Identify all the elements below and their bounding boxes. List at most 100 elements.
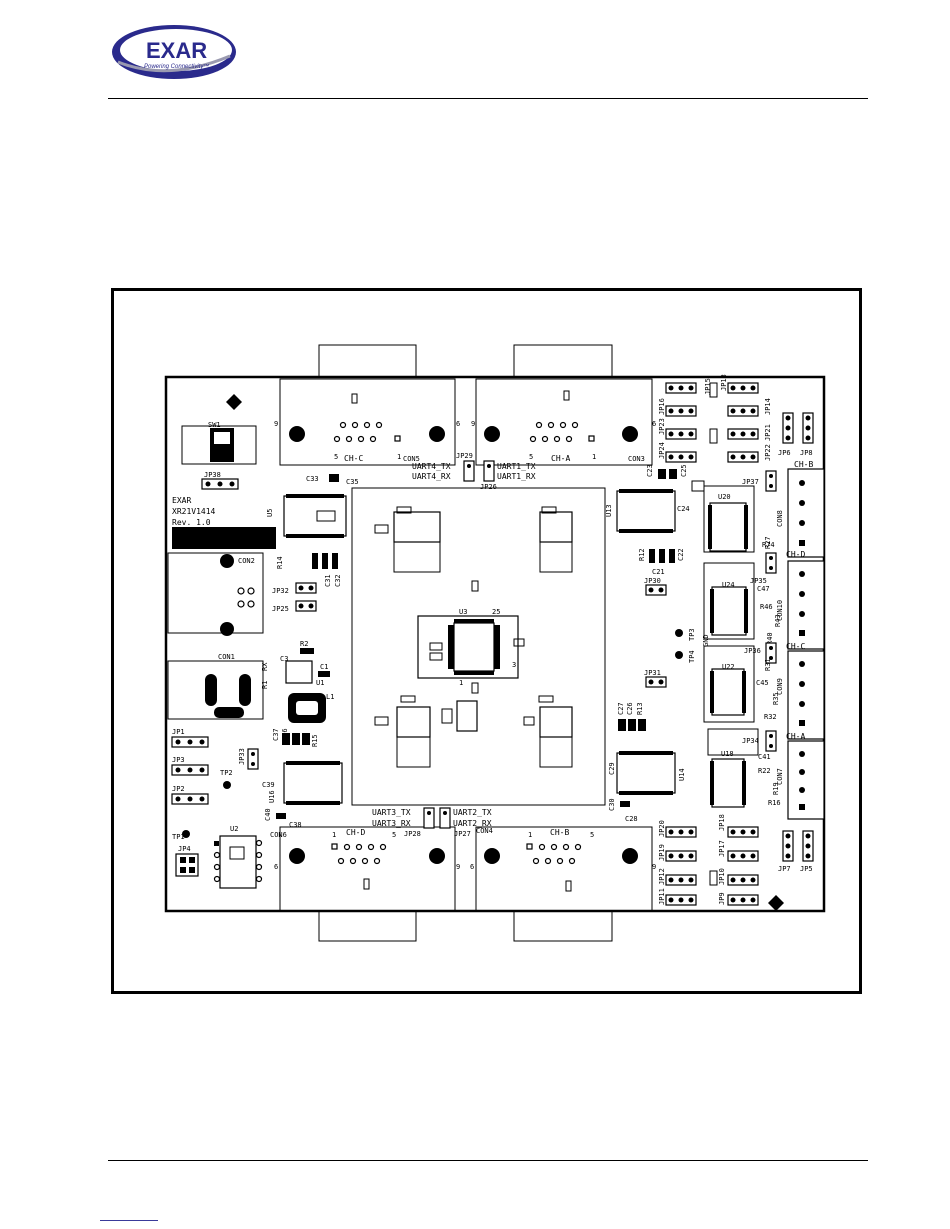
label-r19: R19 <box>772 782 780 795</box>
label-jp23: JP23 <box>658 418 666 435</box>
label-jp27: JP27 <box>454 830 471 838</box>
label-c21: C21 <box>652 568 665 576</box>
label-jp2: JP2 <box>172 785 185 793</box>
label-uart3-tx: UART3_TX <box>372 808 411 817</box>
label-jp37: JP37 <box>742 478 759 486</box>
label-jp9: JP9 <box>718 892 726 905</box>
exar-logo: EXAR Powering Connectivity™ <box>112 25 236 79</box>
label-c33: C33 <box>306 475 319 483</box>
jumper-jp25 <box>295 600 317 612</box>
label-jp24: JP24 <box>658 442 666 459</box>
jumper-jp30 <box>645 584 667 596</box>
label-jp10: JP10 <box>718 868 726 885</box>
label-c26: C26 <box>626 702 634 715</box>
con5-pin5: 5 <box>334 453 338 461</box>
label-jp18: JP18 <box>718 814 726 831</box>
label-r27: R27 <box>764 536 772 549</box>
label-c3: C3 <box>280 655 288 663</box>
label-con1: CON1 <box>218 653 235 661</box>
con2-pin-c <box>237 600 245 608</box>
label-r12: R12 <box>638 548 646 561</box>
label-con10: CON10 <box>776 600 784 621</box>
label-gnd: GND <box>702 634 710 647</box>
chip-u13 <box>616 490 676 532</box>
label-c32: C32 <box>334 574 342 587</box>
chip-u16 <box>283 762 343 804</box>
jumper-jp37 <box>765 470 777 492</box>
con4-pins <box>526 843 582 865</box>
label-uart2-rx: UART2_RX <box>453 819 492 828</box>
label-r16: R16 <box>768 799 781 807</box>
u16-pins <box>286 761 340 805</box>
label-tp1: TP1 <box>172 833 185 841</box>
con3-key <box>563 390 570 401</box>
label-uart1-tx: UART1_TX <box>497 462 536 471</box>
label-con8: CON8 <box>776 510 784 527</box>
label-jp16: JP16 <box>658 398 666 415</box>
label-u22: U22 <box>722 663 735 671</box>
con4-pin1: 1 <box>528 831 532 839</box>
label-jp1: JP1 <box>172 728 185 736</box>
label-ch-b-right: CH-B <box>794 460 813 469</box>
label-c40: C40 <box>264 808 272 821</box>
con5-pin6: 6 <box>456 420 460 428</box>
label-c25: C25 <box>680 464 688 477</box>
u3-pins <box>448 619 500 675</box>
db9-tab-top-right <box>513 344 613 377</box>
chip-u20-group <box>691 480 755 553</box>
con3-outline <box>475 378 653 466</box>
label-con2: CON2 <box>238 557 255 565</box>
u5-pins <box>286 494 344 538</box>
cap-c33 <box>329 474 339 482</box>
label-r74: R74 <box>762 541 775 549</box>
con2-pin-d <box>247 600 255 608</box>
con3-pin1: 1 <box>592 453 596 461</box>
jumper-jp26 <box>483 460 495 482</box>
label-c38: C38 <box>289 821 302 829</box>
label-r15: R15 <box>311 734 319 747</box>
label-jp11: JP11 <box>658 888 666 905</box>
con6-mount-hole-left <box>289 848 305 864</box>
con2-outline <box>167 552 264 634</box>
jumper-jp36 <box>765 642 777 664</box>
jp26-pin <box>487 464 491 468</box>
label-uart4-rx: UART4_RX <box>412 472 451 481</box>
con4-label: CON4 <box>476 827 493 835</box>
diamond-top-left <box>226 394 242 410</box>
jumper-jp32 <box>295 582 317 594</box>
label-c45: C45 <box>756 679 769 687</box>
con6-key <box>363 878 370 890</box>
chip-u18-group <box>707 728 759 808</box>
jumper-cluster-bottom <box>665 826 759 906</box>
con6-pin5: 5 <box>392 831 396 839</box>
label-uart1-rx: UART1_RX <box>497 472 536 481</box>
con2-mount-hole-top <box>220 554 234 568</box>
chip-u1 <box>285 660 313 684</box>
label-jp34: JP34 <box>742 737 759 745</box>
label-r2: R2 <box>300 640 308 648</box>
label-l1: L1 <box>326 693 334 701</box>
label-jp28: JP28 <box>404 830 421 838</box>
label-ch-d-right: CH-D <box>786 550 805 559</box>
logo-tagline: Powering Connectivity™ <box>144 63 209 70</box>
header-rule <box>108 98 868 99</box>
con5-outline <box>279 378 456 466</box>
logo-swoosh-inner <box>120 29 232 71</box>
label-c27: C27 <box>617 702 625 715</box>
con3-label-ch: CH-A <box>551 454 570 463</box>
label-exar-board: EXAR <box>172 496 191 505</box>
label-jp20: JP20 <box>658 820 666 837</box>
label-u2: U2 <box>230 825 238 833</box>
label-c37: C37 <box>272 728 280 741</box>
con6-label: CON6 <box>270 831 287 839</box>
central-region-outline <box>351 487 606 806</box>
tp2-pad <box>223 781 231 789</box>
con5-mount-hole-right <box>429 426 445 442</box>
label-ch-a-right: CH-A <box>786 732 805 741</box>
chip-u22-group <box>703 645 755 723</box>
label-u14: U14 <box>678 768 686 781</box>
con4-pin5: 5 <box>590 831 594 839</box>
con4-pin9: 9 <box>652 863 656 871</box>
u2-inner <box>229 846 245 860</box>
label-c39: C39 <box>262 781 275 789</box>
